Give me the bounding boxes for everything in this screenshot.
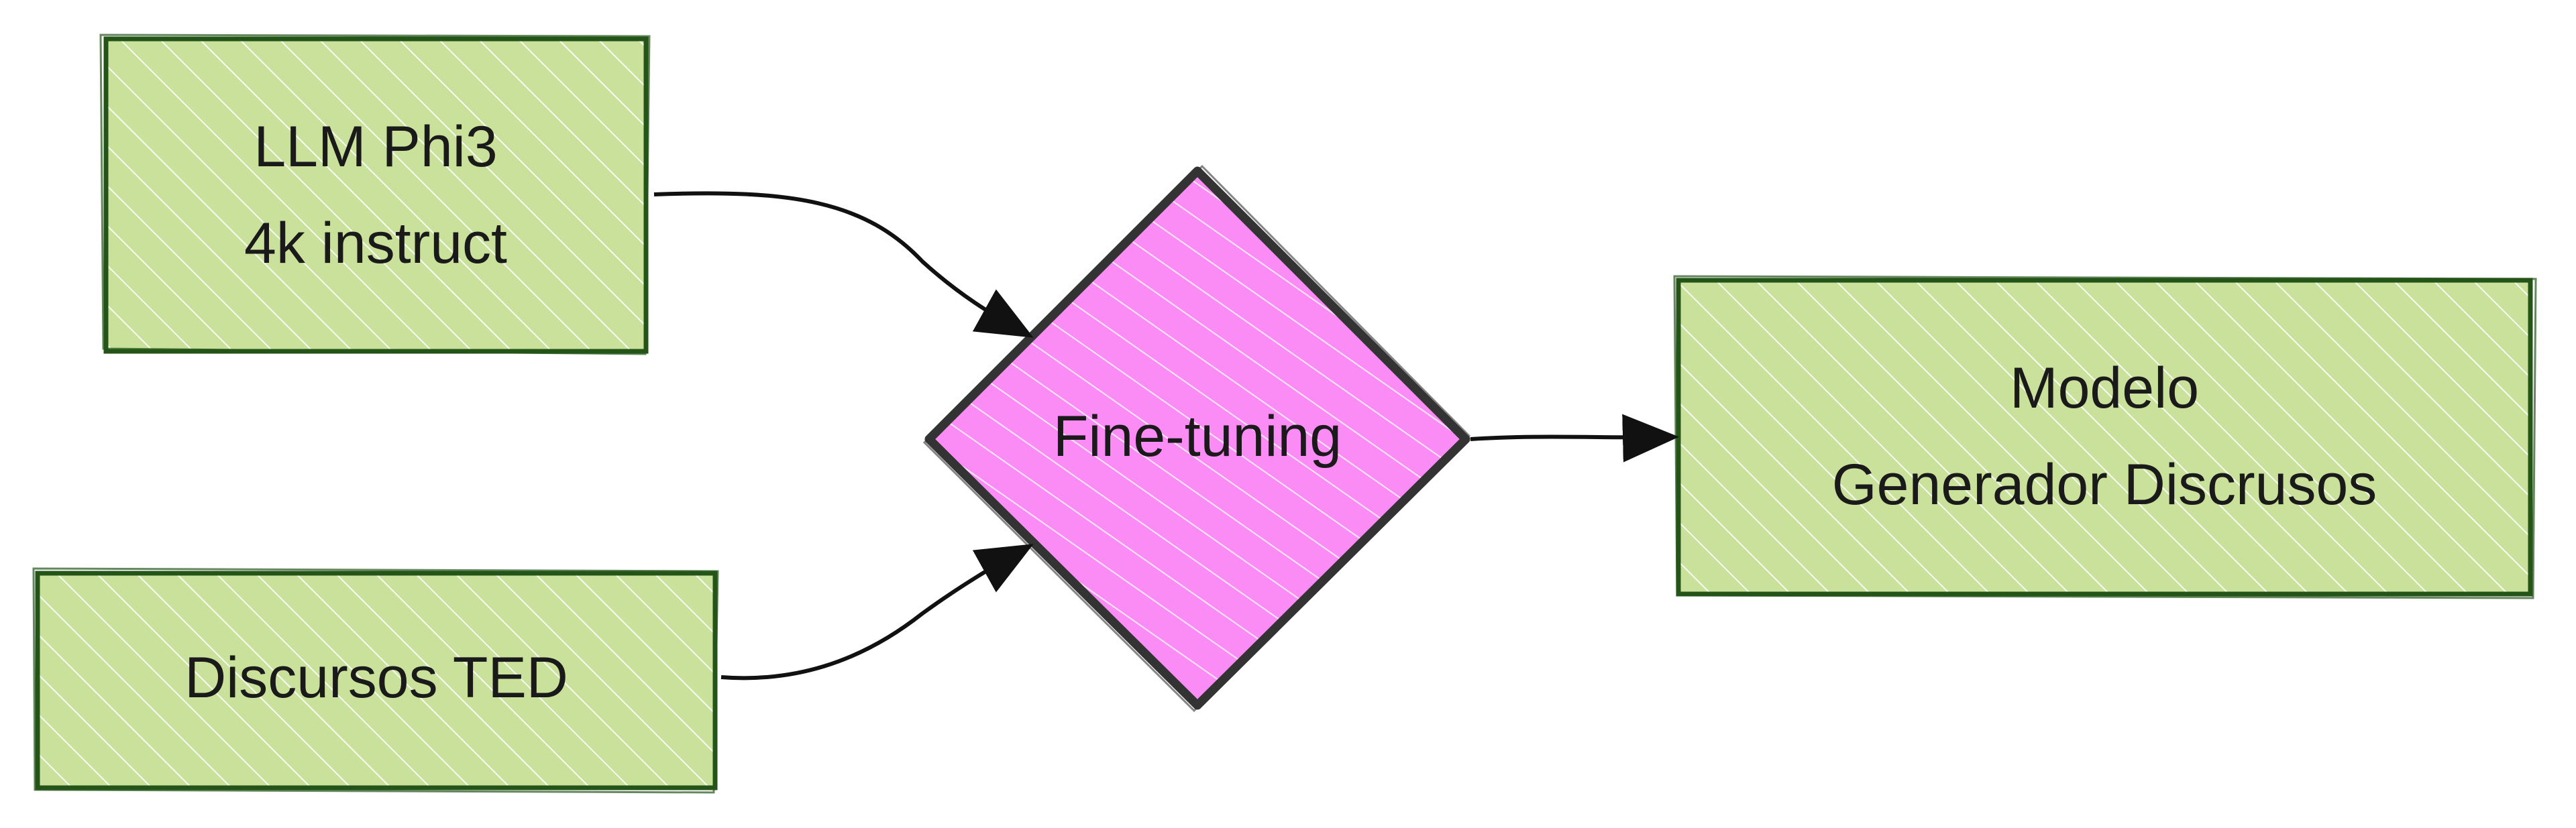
node-modelo-generador-label-1: Modelo <box>2010 356 2199 420</box>
node-llm-phi3-box <box>103 36 649 354</box>
node-fine-tuning-label: Fine-tuning <box>1053 404 1342 469</box>
node-llm-phi3[interactable]: LLM Phi3 4k instruct <box>99 34 651 355</box>
node-discursos-ted-label: Discursos TED <box>184 646 568 710</box>
node-modelo-generador-box <box>1676 278 2533 597</box>
node-modelo-generador[interactable]: Modelo Generador Discrusos <box>1673 275 2537 599</box>
node-modelo-generador-sketch-outline <box>1673 275 2537 599</box>
edge-ted-to-fine-tuning <box>720 544 1034 681</box>
edge-fine-tuning-to-modelo <box>1470 414 1679 463</box>
node-discursos-ted-sketch-outline <box>32 567 719 794</box>
node-llm-phi3-label-1: LLM Phi3 <box>254 115 497 179</box>
node-modelo-generador-label-2: Generador Discrusos <box>1832 453 2377 517</box>
node-fine-tuning-sketch-outline <box>922 164 1471 713</box>
node-llm-phi3-sketch-outline <box>99 34 651 355</box>
node-discursos-ted[interactable]: Discursos TED <box>32 567 719 794</box>
node-llm-phi3-label-2: 4k instruct <box>244 211 507 276</box>
edge-llm-to-fine-tuning <box>653 191 1034 338</box>
node-fine-tuning[interactable]: Fine-tuning <box>922 164 1471 713</box>
